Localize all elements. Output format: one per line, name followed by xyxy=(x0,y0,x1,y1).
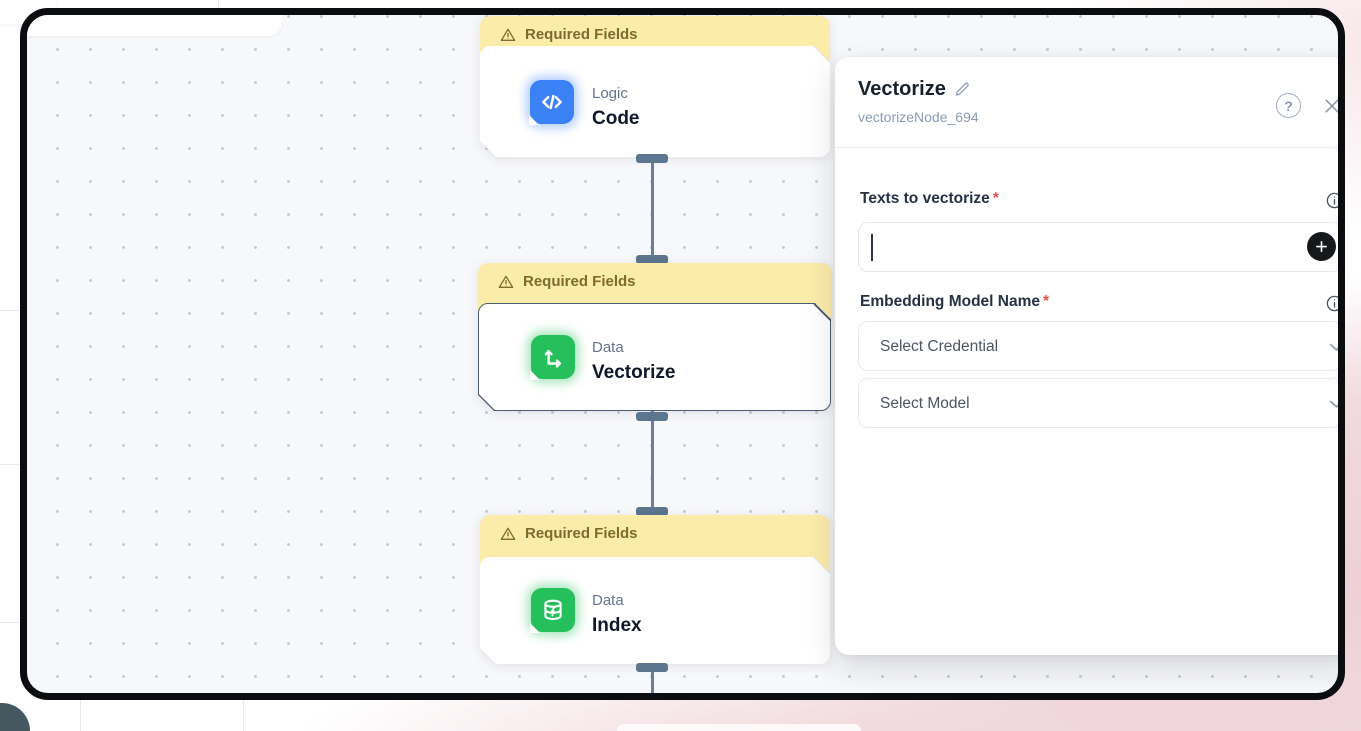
node-category: Logic xyxy=(592,85,628,102)
background-bottom-card xyxy=(617,724,861,731)
panel-divider xyxy=(835,147,1338,148)
background-gridline xyxy=(0,622,21,623)
select-model-dropdown[interactable]: Select Model xyxy=(858,378,1338,428)
warning-icon xyxy=(498,275,514,288)
required-fields-label: Required Fields xyxy=(525,26,638,43)
card-bevel xyxy=(479,648,496,665)
texts-to-vectorize-input[interactable] xyxy=(858,222,1338,272)
question-glyph: ? xyxy=(1284,97,1293,114)
app-window-frame: Required Fields Logic Code Required Fiel… xyxy=(20,8,1345,700)
help-button[interactable]: ? xyxy=(1276,93,1301,118)
node-title: Code xyxy=(592,108,640,129)
required-asterisk: * xyxy=(1043,293,1050,310)
node-details-panel: Vectorize vectorizeNode_694 ? Texts to v… xyxy=(835,57,1338,655)
canvas-toolbar-strip xyxy=(27,15,282,36)
output-handle-index[interactable] xyxy=(636,663,668,672)
edge-code-vectorize xyxy=(651,156,654,264)
input-handle-vectorize[interactable] xyxy=(636,255,668,264)
close-panel-button[interactable] xyxy=(1321,95,1338,117)
icon-notch xyxy=(530,623,540,633)
warning-icon xyxy=(500,28,516,41)
node-code[interactable]: Required Fields Logic Code xyxy=(480,16,830,157)
close-icon xyxy=(1325,99,1338,113)
node-category: Data xyxy=(592,592,624,609)
vectorize-icon xyxy=(530,335,575,380)
panel-title: Vectorize xyxy=(858,78,946,100)
text-cursor xyxy=(871,234,873,261)
card-bevel xyxy=(479,141,496,158)
node-title: Index xyxy=(592,615,642,636)
required-fields-label: Required Fields xyxy=(525,525,638,542)
input-handle-index[interactable] xyxy=(636,507,668,516)
code-icon xyxy=(529,80,574,125)
edge-vectorize-index xyxy=(651,411,654,516)
select-credential-placeholder: Select Credential xyxy=(880,338,999,355)
field-label-text: Embedding Model Name xyxy=(860,293,1040,310)
node-title: Vectorize xyxy=(592,362,676,383)
texts-to-vectorize-label: Texts to vectorize* xyxy=(860,190,999,208)
required-asterisk: * xyxy=(992,190,999,207)
output-handle-code[interactable] xyxy=(636,154,668,163)
icon-notch xyxy=(530,370,540,380)
index-icon xyxy=(530,588,575,633)
required-fields-label: Required Fields xyxy=(523,273,636,290)
card-bevel xyxy=(478,394,495,411)
background-gridline xyxy=(80,699,81,731)
select-model-placeholder: Select Model xyxy=(880,395,970,412)
info-icon[interactable] xyxy=(1325,294,1338,313)
node-vectorize[interactable]: Required Fields Data Vectorize xyxy=(478,263,832,411)
background-gridline xyxy=(218,0,219,9)
info-icon[interactable] xyxy=(1325,191,1338,210)
node-index[interactable]: Required Fields Data Index xyxy=(480,515,830,664)
background-gridline xyxy=(0,310,21,311)
warning-icon xyxy=(500,527,516,540)
icon-notch xyxy=(529,115,539,125)
background-gridline xyxy=(243,699,244,731)
background-gridline xyxy=(0,464,21,465)
output-handle-vectorize[interactable] xyxy=(636,412,668,421)
plus-icon xyxy=(1316,241,1327,252)
field-label-text: Texts to vectorize xyxy=(860,190,990,207)
node-id-label: vectorizeNode_694 xyxy=(858,109,979,125)
edge-index-down xyxy=(651,664,654,693)
add-text-button[interactable] xyxy=(1307,232,1336,261)
node-category: Data xyxy=(592,339,624,356)
embedding-model-name-label: Embedding Model Name* xyxy=(860,293,1049,311)
select-credential-dropdown[interactable]: Select Credential xyxy=(858,321,1338,371)
